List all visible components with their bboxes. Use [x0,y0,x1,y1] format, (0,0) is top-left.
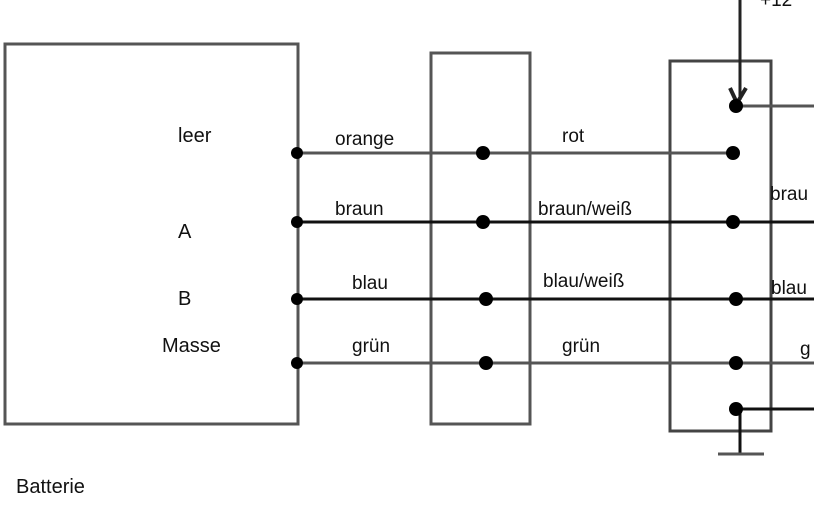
terminal [726,215,740,229]
pin-label-b: B [178,288,191,310]
terminal [479,356,493,370]
terminal [291,293,303,305]
module-box [668,59,773,433]
wire-label: brau [770,184,808,205]
terminal [729,402,743,416]
terminal [726,146,740,160]
wire-label: rot [562,126,585,147]
wire-label: orange [335,129,394,150]
wire-label: g [800,339,811,360]
terminal [476,146,490,160]
terminal [291,357,303,369]
terminal [729,99,743,113]
wire-label: braun/weiß [538,199,632,220]
wire-label: blau [352,273,388,294]
wire-label: braun [335,199,384,220]
terminals [291,99,743,416]
connector-box [429,51,532,426]
pin-label-a: A [178,221,192,243]
terminal [479,292,493,306]
wire-label: grün [352,336,390,357]
terminal [729,292,743,306]
supply-label: +12 [760,0,792,11]
pin-label-masse: Masse [162,335,221,357]
wire-label: blau/weiß [543,271,624,292]
battery-label: Batterie [16,476,85,498]
terminal [476,215,490,229]
terminal [291,216,303,228]
terminal [729,356,743,370]
pin-label-leer: leer [178,125,212,147]
terminal [291,147,303,159]
wire-label: blau [771,278,807,299]
wire-label: grün [562,336,600,357]
battery-box [3,42,300,426]
